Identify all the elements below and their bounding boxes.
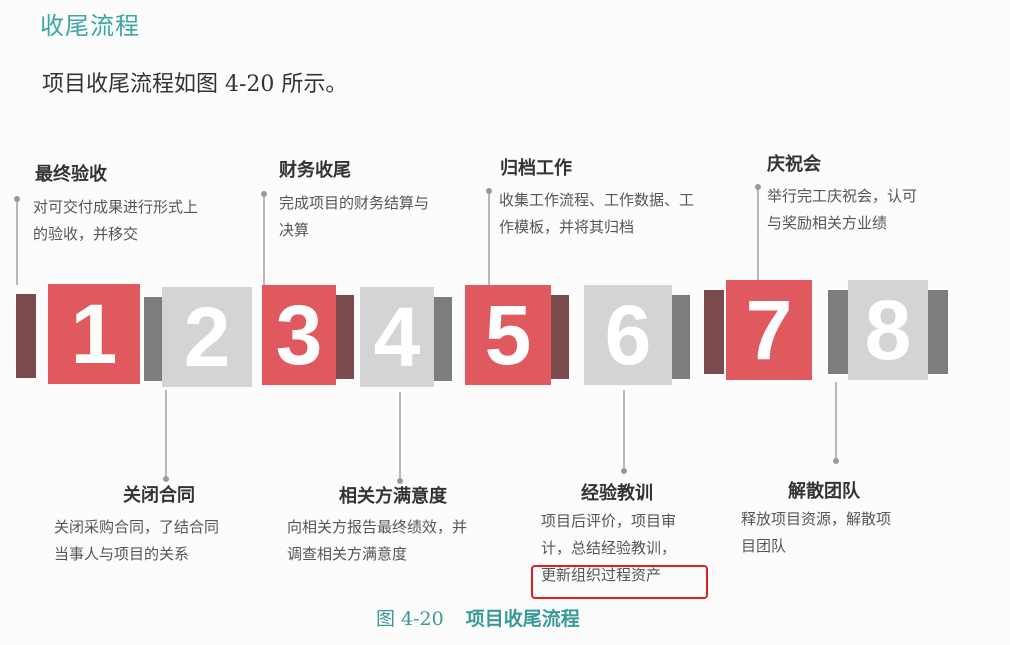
connector-2-dot	[163, 476, 169, 482]
step-6-desc: 项目后评价，项目审计，总结经验教训，更新组织过程资产	[541, 512, 677, 584]
figure-caption: 图 4-20 项目收尾流程	[376, 604, 580, 631]
step-2-number: 2	[162, 287, 252, 387]
step-2-cube: 2	[144, 287, 252, 387]
connector-6	[623, 390, 625, 470]
step-5-title: 归档工作	[500, 158, 572, 179]
intro-text: 项目收尾流程如图 4-20 所示。	[42, 72, 348, 97]
step-1-title: 最终验收	[35, 164, 107, 185]
connector-6-dot	[621, 468, 627, 474]
step-7-cube: 7	[704, 280, 812, 380]
connector-1	[16, 200, 18, 285]
connector-8	[835, 382, 837, 460]
connector-7-dot	[755, 184, 761, 190]
caption-number: 图 4-20	[376, 608, 444, 630]
step-1-desc: 对可交付成果进行形式上的验收，并移交	[33, 198, 199, 243]
connector-3-dot	[261, 191, 267, 197]
step-3-cube: 3	[262, 285, 354, 385]
connector-8-dot	[833, 458, 839, 464]
connector-4	[399, 392, 401, 480]
step-8-number: 8	[848, 280, 928, 380]
connector-4-dot	[397, 478, 403, 484]
connector-3	[263, 195, 265, 287]
connector-1-dot	[14, 196, 20, 202]
step-5-number: 5	[465, 285, 551, 385]
step-7-number: 7	[726, 280, 812, 380]
step-3-number: 3	[262, 285, 336, 385]
step-8-cube: 8	[828, 280, 948, 380]
connector-2	[165, 390, 167, 478]
step-4-desc: 向相关方报告最终绩效，并调查相关方满意度	[287, 518, 468, 563]
step-4-title: 相关方满意度	[339, 486, 447, 507]
step-6-title: 经验教训	[581, 483, 653, 504]
step-3-desc: 完成项目的财务结算与决算	[279, 194, 430, 239]
step-2-title: 关闭合同	[123, 485, 195, 506]
step-4-number: 4	[360, 287, 434, 387]
connector-7	[757, 188, 759, 280]
step-7-title: 庆祝会	[767, 154, 821, 175]
step-4-cube: 4	[360, 287, 452, 387]
step-3-title: 财务收尾	[279, 160, 351, 181]
step-7-desc: 举行完工庆祝会，认可与奖励相关方业绩	[767, 187, 918, 232]
step-5-cube: 5	[465, 285, 569, 385]
step-6-cube: 6	[584, 285, 690, 385]
step-1-number: 1	[48, 284, 140, 384]
connector-5	[488, 192, 490, 285]
step-5-desc: 收集工作流程、工作数据、工作模板，并将其归档	[499, 191, 695, 236]
step-1-cube: 1	[16, 284, 140, 384]
connector-5-dot	[486, 188, 492, 194]
step-8-desc: 释放项目资源，解散项目团队	[741, 510, 892, 555]
step-8-title: 解散团队	[788, 481, 860, 502]
step-6-number: 6	[584, 285, 672, 385]
step-2-desc: 关闭采购合同，了结合同当事人与项目的关系	[54, 518, 220, 563]
highlight-box	[531, 565, 708, 599]
caption-text: 项目收尾流程	[465, 608, 580, 630]
section-title: 收尾流程	[40, 12, 140, 40]
